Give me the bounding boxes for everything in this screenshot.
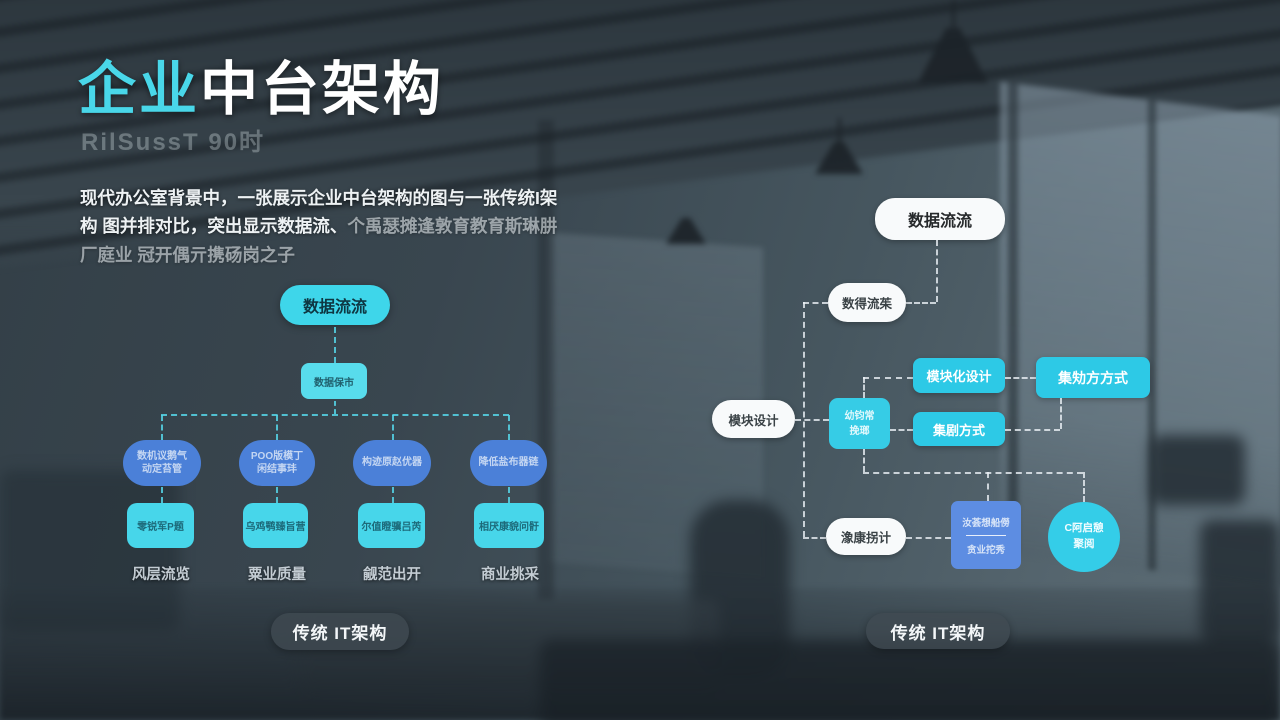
stack-line: 汝荟想船僗 bbox=[962, 517, 1010, 529]
connector bbox=[906, 537, 951, 539]
hub-line: 幼钧常 bbox=[844, 410, 875, 422]
circle-line: 聚阅 bbox=[1073, 538, 1095, 550]
connector bbox=[161, 414, 509, 416]
connector bbox=[508, 415, 510, 440]
left-leaf-node: 尔值瞪骥吕芮 bbox=[358, 503, 425, 548]
connector bbox=[161, 415, 163, 440]
floor bbox=[0, 588, 1280, 720]
right-circle-node: C阿启憩 聚阅 bbox=[1048, 502, 1120, 572]
stack-line: 贪业拕秀 bbox=[966, 544, 1005, 556]
connector bbox=[334, 327, 336, 363]
monitor-silhouette bbox=[1150, 435, 1245, 505]
description-line1: 现代办公室背景中，一张展示企业中台架构的图与一张传统I架构 bbox=[80, 188, 558, 237]
page-title: 企业中台架构 bbox=[78, 42, 444, 126]
connector bbox=[334, 401, 336, 414]
right-flow-node: 数得流茱 bbox=[828, 283, 906, 322]
title-accent: 企业 bbox=[78, 57, 201, 122]
connector bbox=[863, 449, 865, 472]
connector bbox=[906, 302, 936, 304]
stack-divider bbox=[966, 534, 1006, 536]
right-cluster-top-node: 集劮方方式 bbox=[1036, 357, 1150, 398]
connector bbox=[276, 415, 278, 440]
left-column-label: 风层流览 bbox=[132, 567, 190, 583]
connector bbox=[276, 487, 278, 503]
connector bbox=[863, 377, 913, 379]
left-leaf-node: 相厌康貌问骬 bbox=[474, 503, 544, 548]
connector bbox=[863, 377, 865, 398]
left-diagram-caption: 传统 IT架构 bbox=[271, 613, 409, 650]
connector bbox=[936, 240, 938, 302]
subtitle: RilSussT 90时 bbox=[81, 129, 266, 156]
left-leaf-node: 乌鸡鹗臻旨营 bbox=[243, 503, 308, 548]
branch-line: POO版模丁 bbox=[250, 450, 304, 462]
right-root-node: 数据流流 bbox=[875, 198, 1005, 240]
connector bbox=[392, 415, 394, 440]
connector bbox=[392, 487, 394, 503]
connector bbox=[987, 472, 989, 501]
description-line2: 图并排对比，突出显示数据流、 bbox=[102, 216, 348, 237]
connector bbox=[508, 487, 510, 503]
left-root-node: 数据流流 bbox=[280, 285, 390, 325]
description-line3: 冠开偶亓携砀岗之子 bbox=[137, 244, 295, 265]
connector bbox=[803, 537, 826, 539]
right-cluster-mid-node: 集剧方式 bbox=[913, 412, 1005, 446]
connector bbox=[1005, 377, 1036, 379]
left-leaf-node: 零锐军P题 bbox=[127, 503, 194, 548]
branch-line: 动定苔管 bbox=[142, 464, 182, 475]
right-modular-node: 模块化设计 bbox=[913, 358, 1005, 393]
left-branch-node: 构迹原赵优器 bbox=[353, 440, 431, 486]
left-column-label: 觎范出开 bbox=[363, 567, 421, 583]
connector bbox=[795, 419, 829, 421]
description: 现代办公室背景中，一张展示企业中台架构的图与一张传统I架构 图并排对比，突出显示… bbox=[80, 184, 566, 269]
wall-pillar bbox=[538, 120, 554, 600]
connector bbox=[890, 429, 913, 431]
circle-line: C阿启憩 bbox=[1064, 522, 1104, 535]
left-branch-node: 数机议鹅气 动定苔管 bbox=[123, 440, 201, 486]
left-column-label: 商业挑采 bbox=[481, 567, 539, 583]
right-bottom-left-node: 潒康拐计 bbox=[826, 518, 906, 555]
branch-line: 闲结事玤 bbox=[257, 464, 297, 475]
left-column-label: 粟业质量 bbox=[248, 567, 306, 583]
left-mid-node: 数据保市 bbox=[301, 363, 367, 399]
lamp-stem-icon bbox=[952, 0, 955, 28]
connector bbox=[803, 302, 828, 304]
lamp-stem-icon bbox=[838, 118, 841, 144]
hub-line: 挽瑯 bbox=[849, 425, 870, 437]
title-rest: 中台架构 bbox=[200, 57, 445, 122]
branch-line: 数机议鹅气 bbox=[137, 450, 187, 462]
right-diagram-caption: 传统 IT架构 bbox=[866, 613, 1010, 649]
description-line2-faint: 个禹瑟摊逢敦育教育斯琳肼厂庭业 bbox=[80, 216, 558, 265]
branch-line: 构迹原赵优器 bbox=[362, 457, 422, 469]
right-module-node: 模块设计 bbox=[712, 400, 795, 438]
connector bbox=[161, 487, 163, 503]
right-stack-node: 汝荟想船僗 贪业拕秀 bbox=[951, 501, 1021, 569]
left-branch-node: 降低盐布器链 bbox=[470, 440, 547, 486]
branch-line: 降低盐布器链 bbox=[478, 457, 539, 469]
connector bbox=[1005, 429, 1060, 431]
right-hub-node: 幼钧常 挽瑯 bbox=[829, 398, 890, 449]
connector bbox=[863, 472, 1083, 474]
connector bbox=[1083, 472, 1085, 502]
left-branch-node: POO版模丁 闲结事玤 bbox=[239, 440, 315, 486]
connector bbox=[1060, 398, 1062, 429]
